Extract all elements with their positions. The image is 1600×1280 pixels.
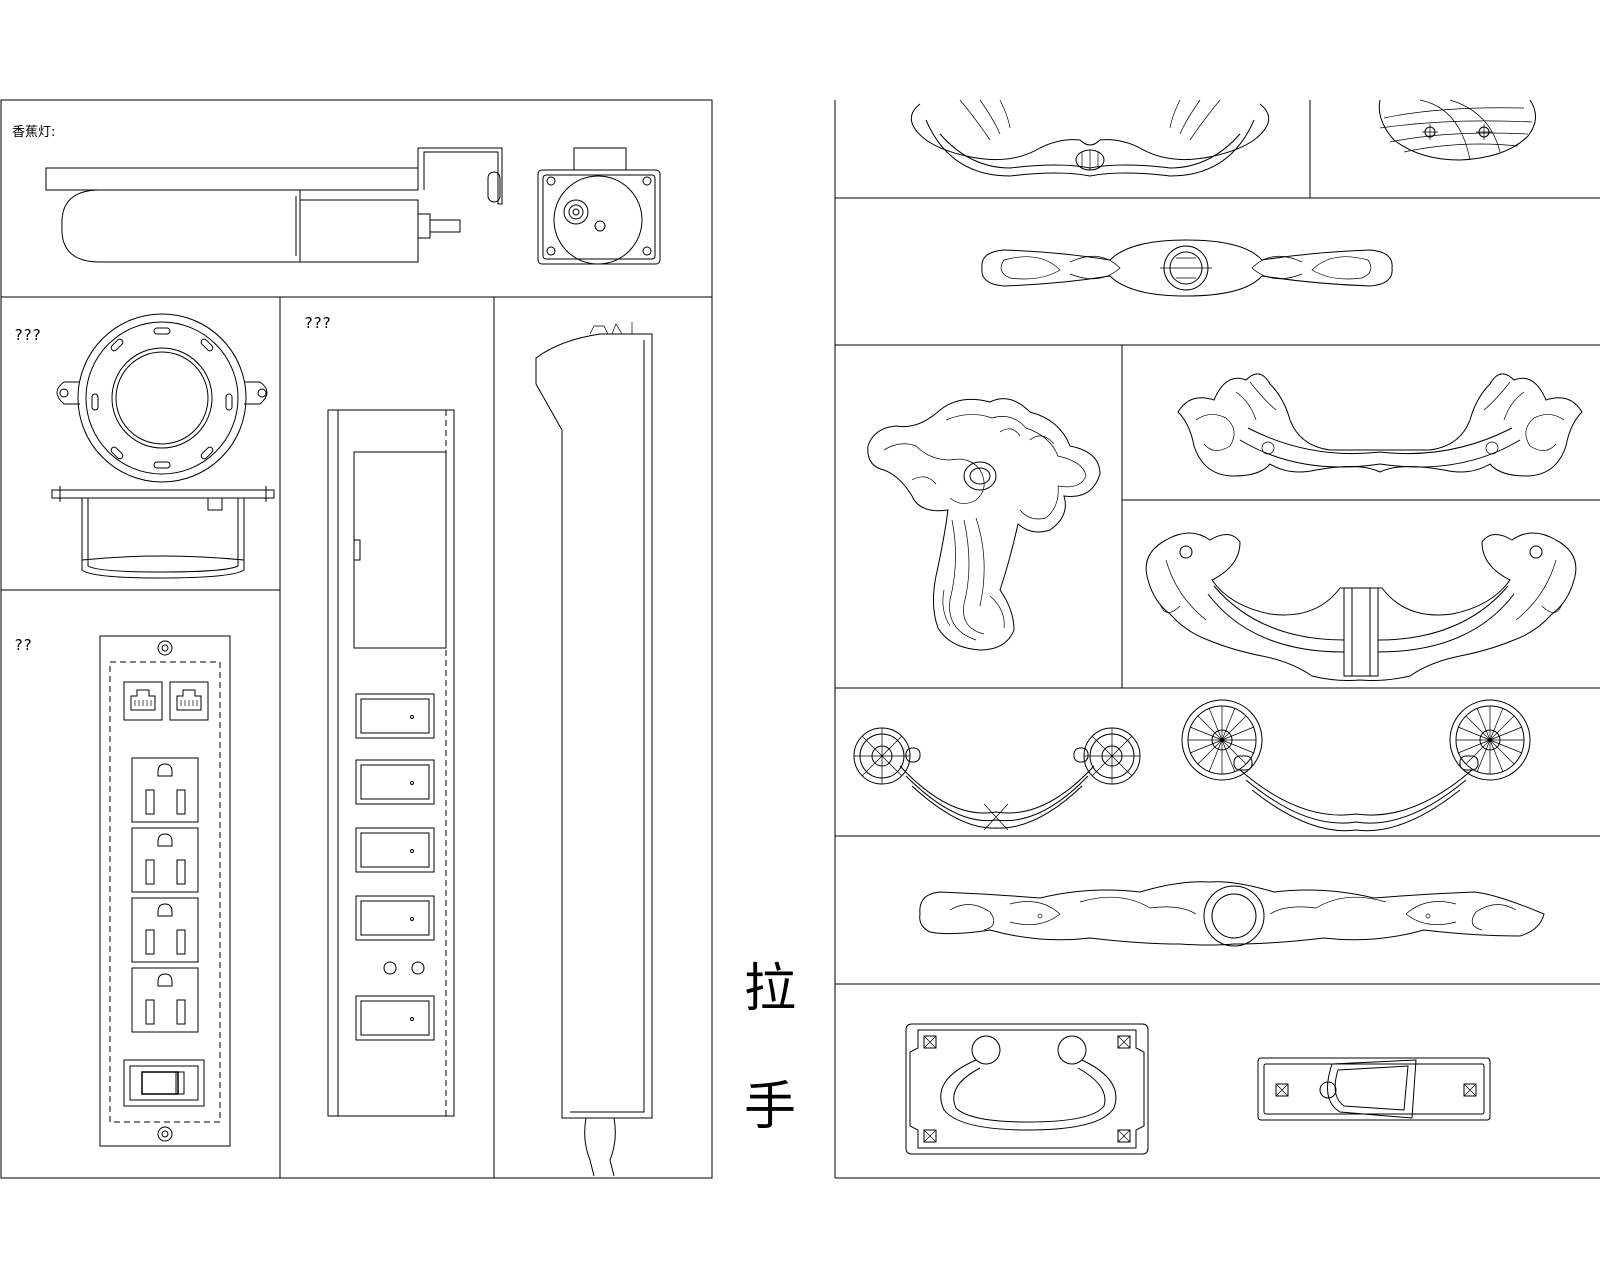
socket-panel-drawing xyxy=(99,635,231,1147)
outlet-2 xyxy=(131,827,199,893)
socket-label: ?? xyxy=(14,636,32,654)
rect-plate-bail-handle xyxy=(905,1023,1149,1155)
right-sheet xyxy=(834,100,1600,1179)
outlet-1 xyxy=(131,757,199,823)
strip-switch-3 xyxy=(355,827,435,873)
strip-label: ??? xyxy=(304,314,331,332)
clip-label: ??? xyxy=(14,326,41,344)
banana-lamp-drawing xyxy=(45,147,661,265)
power-strip-side-drawing xyxy=(535,322,653,1177)
strip-switch-5 xyxy=(355,995,435,1041)
ornate-handle-2 xyxy=(981,239,1393,297)
outlet-4 xyxy=(131,967,199,1033)
outlet-3 xyxy=(131,897,199,963)
slim-plate-loop-handle xyxy=(1257,1057,1491,1121)
strip-switch-2 xyxy=(355,759,435,805)
strip-switch-4 xyxy=(355,895,435,941)
ornate-handle-1 xyxy=(910,99,1270,177)
batwing-handle xyxy=(1145,532,1577,681)
title-char-2: 手 xyxy=(744,1077,796,1137)
cable-grommet-drawing xyxy=(51,313,275,579)
rosette-bail-handle xyxy=(1181,699,1531,832)
strip-switch-1 xyxy=(355,693,435,739)
ring-bail-handle xyxy=(853,727,1141,831)
lamp-label: 香蕉灯: xyxy=(12,125,55,140)
scroll-bar-handle xyxy=(919,881,1545,947)
baroque-escutcheon xyxy=(867,398,1101,651)
title-char-1: 拉 xyxy=(744,959,796,1019)
oval-backplate xyxy=(1378,99,1536,161)
power-strip-front-drawing xyxy=(327,409,455,1117)
left-sheet xyxy=(0,99,713,1179)
rococo-handle xyxy=(1177,373,1583,477)
